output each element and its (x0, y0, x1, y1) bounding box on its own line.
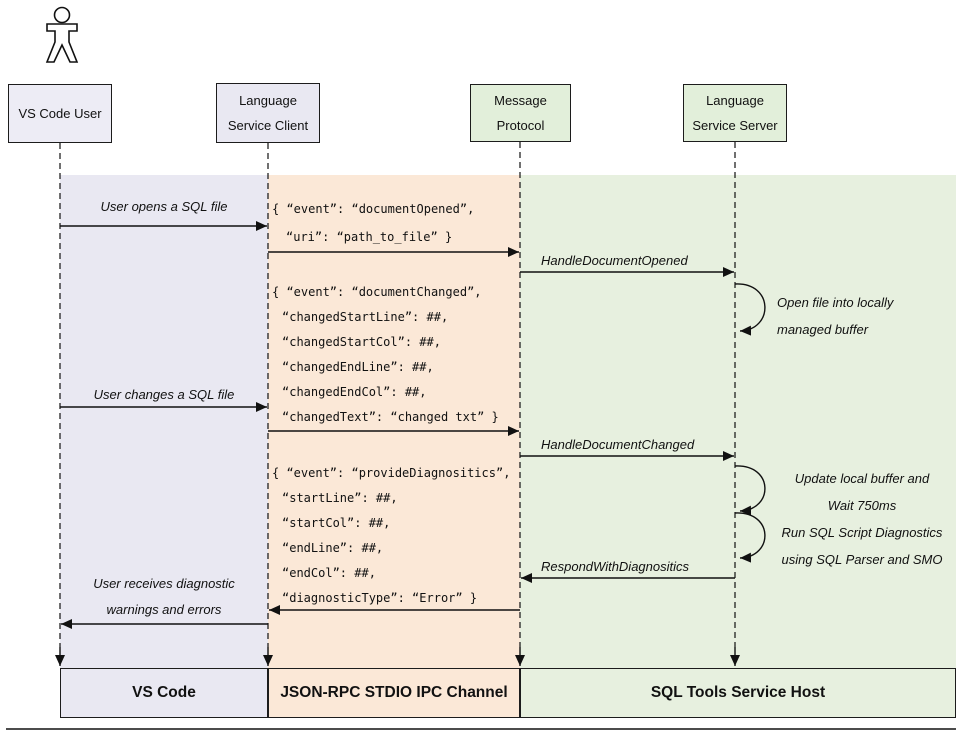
footer-box-vscode: VS Code (60, 668, 268, 718)
actor-label: Service Client (227, 118, 309, 133)
footer-box-ipc-channel: JSON-RPC STDIO IPC Channel (268, 668, 520, 718)
actor-box-language-service-server: Language Service Server (683, 84, 787, 142)
label-handle-document-changed: HandleDocumentChanged (541, 437, 695, 452)
msg-document-changed-line3: “changedStartCol”: ##, (282, 335, 441, 349)
footer-box-service-host: SQL Tools Service Host (520, 668, 956, 718)
label-run-diagnostics-line2: using SQL Parser and SMO (781, 552, 943, 567)
label-update-buffer-line1: Update local buffer and (794, 471, 930, 486)
label-user-opens: User opens a SQL file (100, 199, 228, 214)
selfloop-open-file (734, 283, 766, 336)
msg-provide-diagnostics-line6: “diagnosticType”: “Error” } (282, 591, 478, 605)
label-respond-diagnostics: RespondWithDiagnositics (541, 559, 690, 574)
actor-label: VS Code User (18, 106, 102, 121)
label-user-changes: User changes a SQL file (93, 387, 235, 402)
actor-box-language-service-client: Language Service Client (216, 83, 320, 143)
label-user-receives-line2: warnings and errors (106, 602, 222, 617)
footer-label-service-host: SQL Tools Service Host (650, 684, 826, 701)
label-handle-document-opened: HandleDocumentOpened (541, 253, 688, 268)
lane-vscode (60, 175, 268, 718)
label-user-receives-line1: User receives diagnostic (93, 576, 235, 591)
actor-box-vscode-user: VS Code User (8, 84, 112, 143)
msg-provide-diagnostics-line1: { “event”: “provideDiagnositics”, (272, 466, 511, 480)
msg-provide-diagnostics-line5: “endCol”: ##, (282, 566, 376, 580)
msg-document-changed-line5: “changedEndCol”: ##, (282, 385, 427, 399)
selfloop-update-buffer (734, 465, 766, 516)
footer-label-ipc-channel: JSON-RPC STDIO IPC Channel (280, 684, 508, 701)
label-update-buffer-line2: Wait 750ms (827, 498, 897, 513)
msg-document-changed-line2: “changedStartLine”: ##, (282, 310, 449, 324)
actor-label: Language (706, 93, 764, 108)
msg-document-changed-line1: { “event”: “documentChanged”, (272, 285, 482, 299)
label-open-file-line1: Open file into locally (777, 295, 894, 310)
lane-ipc-channel (268, 175, 520, 718)
label-open-file-line2: managed buffer (777, 322, 869, 337)
msg-document-opened-line1: { “event”: “documentOpened”, (272, 202, 475, 216)
actor-label: Language (239, 93, 297, 108)
msg-provide-diagnostics-line3: “startCol”: ##, (282, 516, 391, 530)
lane-service-host (520, 175, 956, 718)
msg-provide-diagnostics-line2: “startLine”: ##, (282, 491, 398, 505)
msg-document-opened-line2: “uri”: “path_to_file” } (286, 230, 453, 244)
user-actor-icon (45, 6, 79, 63)
msg-provide-diagnostics-line4: “endLine”: ##, (282, 541, 384, 555)
actor-label: Service Server (692, 118, 778, 133)
selfloop-run-diagnostics (734, 512, 766, 563)
actor-label: Message (494, 93, 547, 108)
label-run-diagnostics-line1: Run SQL Script Diagnostics (781, 525, 943, 540)
footer-label-vscode: VS Code (132, 684, 196, 701)
msg-document-changed-line4: “changedEndLine”: ##, (282, 360, 434, 374)
actor-box-message-protocol: Message Protocol (470, 84, 571, 142)
msg-document-changed-line6: “changedText”: “changed txt” } (282, 410, 499, 424)
actor-label: Protocol (496, 118, 545, 133)
